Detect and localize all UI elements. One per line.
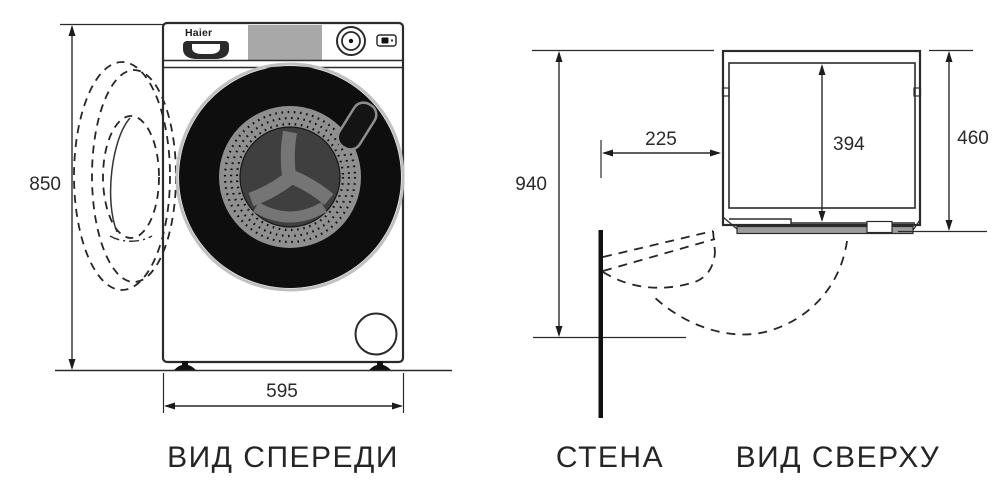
door-handle <box>336 101 378 151</box>
arrowhead-right <box>392 402 403 410</box>
arrowhead-up <box>818 64 826 75</box>
dimension-lid-depth-394: 394 <box>818 64 865 222</box>
arrowhead-left <box>164 402 175 410</box>
wall-line <box>598 230 603 418</box>
brand-logo: Haier <box>185 27 212 39</box>
arrowhead-up <box>945 51 953 62</box>
door-swing-arc <box>651 240 848 336</box>
dimension-clearance-940: 940 <box>515 49 714 339</box>
top-view: 394 460 940 225 <box>515 49 989 474</box>
wall-label: СТЕНА <box>556 441 664 474</box>
clearance-value: 940 <box>515 174 547 195</box>
door-swing-dashed <box>602 230 848 336</box>
display-dot <box>390 39 394 42</box>
arrowhead-up <box>68 25 76 36</box>
pump-filter-cover <box>354 312 398 356</box>
arrowhead-up <box>555 51 563 62</box>
door-inner-arc <box>602 251 716 289</box>
open-door-dashed-outline <box>73 61 177 291</box>
left-foot <box>174 361 196 370</box>
drum-holes-mid <box>229 116 351 238</box>
knob-center-dot <box>348 38 354 44</box>
drum-paddles <box>248 130 334 223</box>
arrowhead-down <box>555 326 563 337</box>
arrowhead-down <box>945 220 953 231</box>
height-value: 850 <box>29 174 61 195</box>
lid-depth-value: 394 <box>833 134 865 155</box>
drawer-step-line <box>729 218 792 224</box>
left-hinge-notch <box>721 87 730 97</box>
dimension-width-595: 595 <box>162 373 405 413</box>
front-view-label: ВИД СПЕРЕДИ <box>167 441 399 474</box>
top-view-label: ВИД СВЕРХУ <box>736 441 941 474</box>
drum-holes-inner <box>235 122 345 232</box>
wall-gap-value: 225 <box>645 129 677 150</box>
top-view-body <box>721 49 922 227</box>
door-hinge-block <box>866 220 893 234</box>
display-pixel <box>381 37 389 44</box>
arrowhead-right <box>710 149 721 157</box>
display-unit <box>376 34 397 47</box>
front-panel-strip <box>736 225 914 235</box>
door-assembly <box>175 62 405 292</box>
right-hinge-notch <box>913 87 922 97</box>
dimension-total-depth-460: 460 <box>898 49 989 233</box>
left-chamfer <box>722 216 738 230</box>
right-chamfer <box>912 219 921 231</box>
detergent-drawer <box>183 41 229 59</box>
right-foot <box>369 361 391 370</box>
panel-display-area <box>248 25 322 60</box>
program-knob <box>336 26 366 56</box>
total-depth-value: 460 <box>957 128 989 149</box>
arrowhead-left <box>602 149 613 157</box>
front-view: Haier <box>29 21 452 474</box>
dimension-wall-gap-225: 225 <box>600 129 721 178</box>
width-value: 595 <box>266 381 298 402</box>
arrowhead-down <box>818 211 826 222</box>
dimension-height-850: 850 <box>29 23 163 370</box>
door-rim <box>175 62 405 292</box>
drum-holes-outer <box>223 110 357 244</box>
arrowhead-down <box>68 359 76 370</box>
